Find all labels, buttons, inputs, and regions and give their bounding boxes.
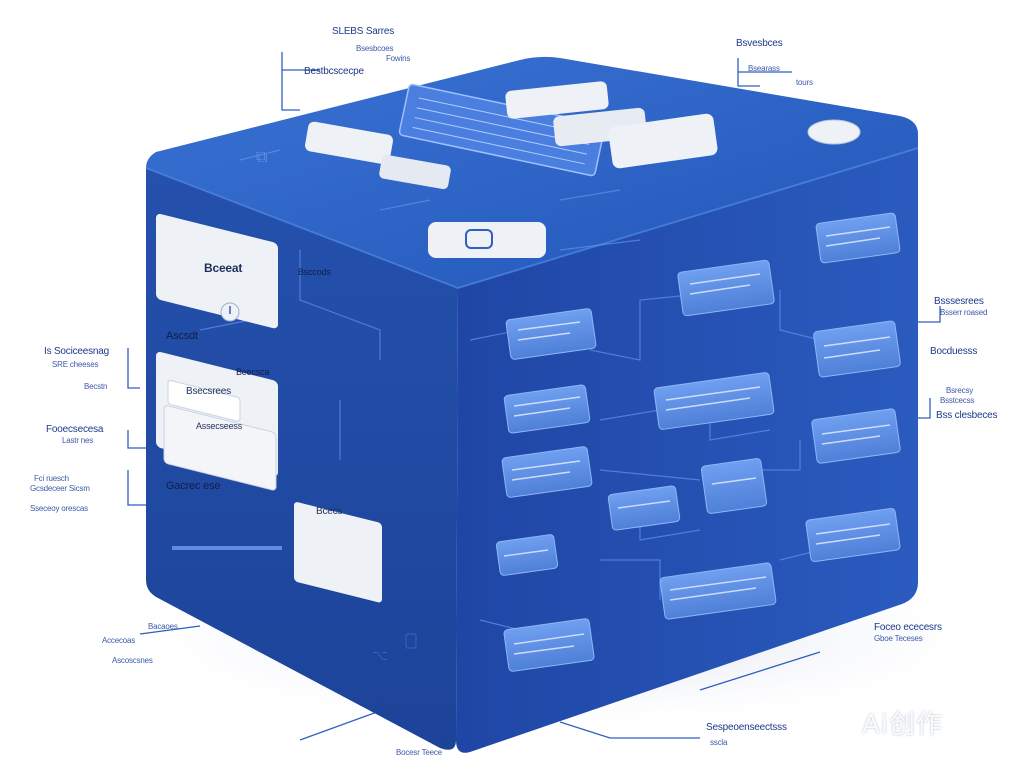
cube-edge-highlight (145, 147, 919, 290)
callout-bottom-center-1: Sespeoenseectsss (706, 722, 787, 733)
left-face-panels (156, 213, 382, 603)
panel-3-text: Assecseess (196, 421, 243, 431)
bottom-tag (405, 633, 417, 649)
top-button-icon (465, 229, 493, 249)
top-button-center (428, 222, 546, 258)
callout-right-3: Bocduesss (930, 346, 978, 357)
callout-left-5: Lastr nes (62, 436, 94, 445)
callout-top-left-4: Bestbcscecpe (304, 66, 364, 77)
card-12 (805, 507, 901, 563)
panel-1-bg (156, 213, 278, 329)
bottom-glyph: ⌥ (372, 647, 388, 663)
callout-right-2: Bsserr roased (940, 308, 988, 317)
callout-bottom-center-2: sscla (710, 738, 728, 747)
right-face-cards (495, 212, 901, 672)
card-1 (505, 308, 597, 360)
callout-bottom-left-2: Accecoas (102, 636, 136, 645)
top-face-elements: ⧉ (256, 81, 861, 258)
card-11 (495, 534, 559, 576)
callout-top-right-2: Bsearass (748, 64, 780, 73)
panel-4-bg (294, 502, 382, 603)
callout-right-1: Bsssesrees (934, 296, 984, 307)
callout-left-3: Becstn (84, 382, 108, 391)
callout-left-6: Fci ruesch (34, 474, 69, 483)
top-face-glyph: ⧉ (256, 149, 267, 166)
callout-top-left-1: SLEBS Sarres (332, 26, 395, 37)
card-5 (653, 372, 775, 430)
callout-left-8: Sseceoy orescas (30, 504, 88, 513)
callout-bottom-right-2: Gboe Teceses (874, 634, 923, 643)
top-round-knob (807, 119, 861, 145)
callout-bottom-left-1: Bacaoes (148, 622, 178, 631)
card-10 (811, 408, 901, 464)
card-9 (700, 458, 768, 514)
top-key-2 (379, 154, 451, 190)
card-14 (503, 618, 595, 672)
callout-left-4: Fooecsecesa (46, 424, 104, 435)
callout-top-right-1: Bsvesbces (736, 38, 783, 49)
callout-right-5: Bsstcecss (940, 396, 975, 405)
face-text-1: Ascsdt (166, 330, 198, 342)
top-key-5 (608, 113, 718, 169)
panel-3-bg (163, 405, 277, 491)
card-8 (607, 485, 681, 531)
face-text-4: Beecsca (236, 367, 270, 377)
callout-bottom-1: Bocesr Teece (396, 748, 442, 757)
panel-1-text: Bceeat (204, 261, 243, 275)
callout-right-4: Bsrecsy (946, 386, 974, 395)
card-13 (659, 562, 777, 620)
panel-4-text: Bcecs (316, 506, 343, 517)
callout-bottom-right-1: Foceo ececesrs (874, 622, 942, 633)
callout-left-2: SRE cheeses (52, 360, 99, 369)
panel-2-inner (167, 380, 241, 422)
card-6 (813, 320, 901, 378)
panel-2-text: Bsecsrees (186, 386, 231, 397)
face-text-2: Bsccods (298, 267, 331, 277)
cube-top-face (146, 56, 918, 288)
callout-left-1: Is Sociceesnag (44, 346, 110, 357)
top-key-1 (304, 121, 394, 165)
left-bar-1 (172, 546, 282, 550)
face-text-3: Gacrec ese (166, 480, 221, 492)
callout-top-left-2: Bsesbcoes (356, 44, 394, 53)
callout-bottom-left-3: Ascoscsnes (112, 656, 153, 665)
callout-top-right-3: tours (796, 78, 813, 87)
callout-left-7: Gcsdeceer Sicsm (30, 484, 90, 493)
ai-watermark: Ai创作 (862, 710, 944, 740)
card-4 (503, 384, 591, 434)
callout-right-6: Bss clesbeces (936, 410, 998, 421)
top-key-3 (505, 81, 609, 119)
card-7 (501, 446, 593, 498)
cube-right-face (456, 148, 918, 753)
callout-top-left-3: Fowins (386, 54, 411, 63)
card-3 (815, 212, 901, 264)
card-text-lines (503, 226, 891, 655)
